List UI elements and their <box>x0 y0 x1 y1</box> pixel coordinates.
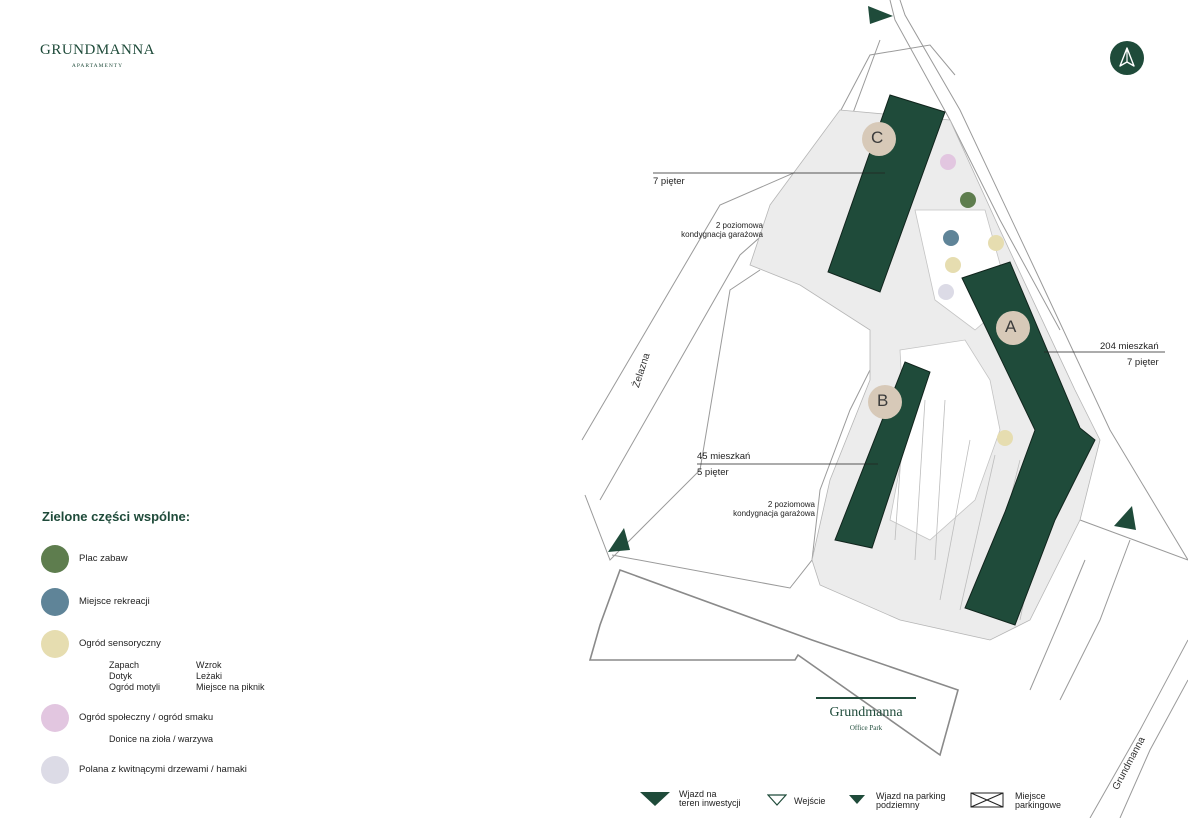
sensory-sub-item: Dotyk <box>109 671 133 681</box>
building-b-garage: 2 poziomowa kondygnacja garażowa <box>718 500 815 518</box>
office-park-subtitle: Office Park <box>849 724 883 732</box>
sensory-sub-item: Wzrok <box>196 660 222 670</box>
legend-label: Ogród sensoryczny <box>79 638 161 649</box>
entry-marker <box>608 528 630 552</box>
building-c-garage: 2 poziomowa kondygnacja garażowa <box>668 221 763 239</box>
kite-icon <box>41 756 69 784</box>
legend-parking-entry: Wjazd na parking podziemny <box>876 792 946 810</box>
entry-triangle-icon <box>640 792 670 806</box>
sensory-sub-item: Miejsce na piknik <box>196 682 265 692</box>
legend-parking-line1: Wjazd na parking <box>876 791 946 801</box>
building-label-c: C <box>871 128 884 147</box>
legend-spot-line2: parkingowe <box>1015 800 1062 810</box>
kite-icon <box>41 545 69 573</box>
parking-spot-icon <box>970 792 1004 808</box>
legend-label: Polana z kwitnącymi drzewami / hamaki <box>79 764 247 775</box>
legend-title: Zielone części wspólne: <box>42 509 191 524</box>
office-park-label: Grundmanna Office Park <box>816 697 916 732</box>
legend-label: Miejsce rekreacji <box>79 596 150 607</box>
kite-icon <box>41 704 69 732</box>
entry-marker <box>1114 506 1136 530</box>
building-c-floors: 7 pięter <box>653 176 685 187</box>
building-c-garage-line1: 2 poziomowa <box>715 221 763 230</box>
brand-name: GRUNDMANNA <box>40 42 156 58</box>
sensory-sub-item: Leżaki <box>196 671 223 681</box>
building-a-flats: 204 mieszkań <box>1100 341 1159 352</box>
legend-entry-line1: Wjazd na <box>679 789 717 799</box>
office-park-name: Grundmanna <box>816 697 916 724</box>
building-b-floors: 5 pięter <box>697 467 729 478</box>
legend-spot-line1: Miejsce <box>1015 791 1046 801</box>
sensory-sub-item: Zapach <box>109 660 140 670</box>
entrance-triangle-icon <box>767 794 787 806</box>
kite-icon <box>41 630 69 658</box>
building-b-garage-line1: 2 poziomowa <box>767 500 815 509</box>
legend-wejscie: Wejście <box>794 796 826 806</box>
building-c-shape <box>827 94 946 293</box>
building-b-shape <box>834 361 931 549</box>
legend-entry-line2: teren inwestycji <box>679 798 741 808</box>
building-c-garage-line2: kondygnacja garażowa <box>681 230 763 239</box>
office-park-outline <box>588 568 959 757</box>
sensory-sub-item: Ogród motyli <box>109 682 161 692</box>
legend-label: Ogród społeczny / ogród smaku <box>79 712 214 723</box>
legend-label: Plac zabaw <box>79 553 128 564</box>
building-label-a: A <box>1005 317 1017 336</box>
building-b-flats: 45 mieszkań <box>697 451 751 462</box>
compass-icon <box>1110 41 1144 75</box>
kite-icon <box>41 588 69 616</box>
legend-parking-spot: Miejsce parkingowe <box>1015 792 1061 810</box>
brand-logo: GRUNDMANNA APARTAMENTY <box>40 42 155 69</box>
parking-entry-icon <box>849 795 865 804</box>
building-b-garage-line2: kondygnacja garażowa <box>733 509 815 518</box>
legend-parking-line2: podziemny <box>876 800 920 810</box>
building-a-floors: 7 pięter <box>1127 357 1159 368</box>
building-label-b: B <box>877 391 889 410</box>
brand-subtitle: APARTAMENTY <box>71 63 124 69</box>
social-sub-item: Donice na zioła / warzywa <box>109 734 214 744</box>
entry-marker <box>868 6 893 24</box>
legend-entry: Wjazd na teren inwestycji <box>679 790 741 808</box>
